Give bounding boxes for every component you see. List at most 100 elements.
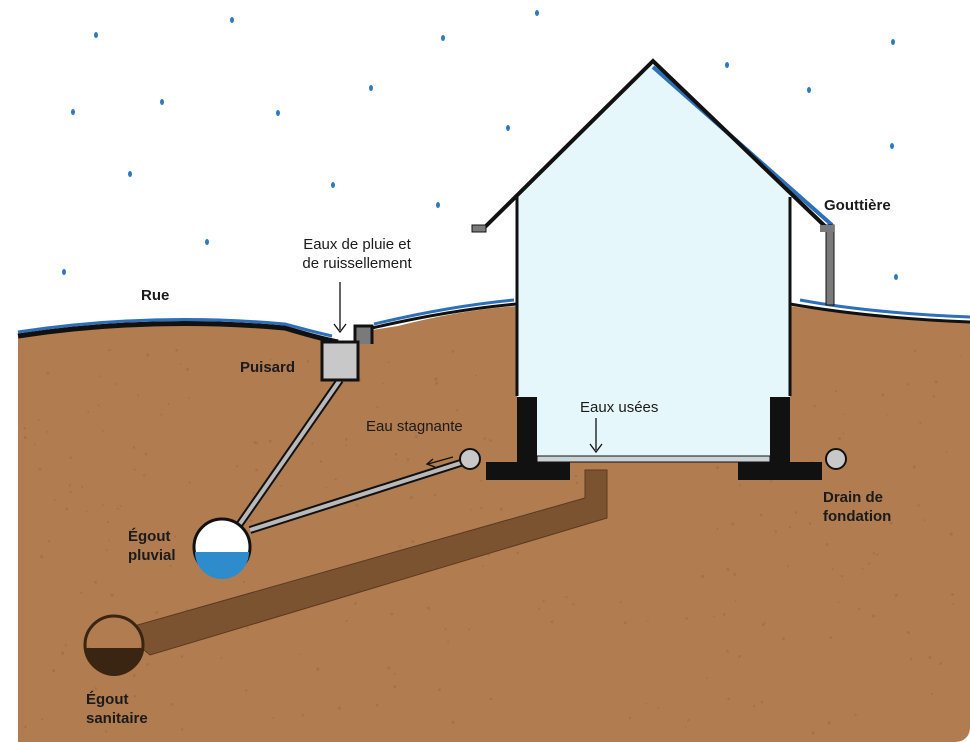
soil-speck (24, 725, 27, 728)
soil-speck (236, 465, 239, 468)
soil-speck (928, 656, 932, 659)
soil-speck (181, 728, 184, 731)
soil-speck (623, 621, 627, 625)
soil-speck (726, 568, 730, 571)
raindrop (725, 62, 729, 68)
soil-speck (435, 381, 439, 385)
soil-speck (574, 475, 578, 478)
soil-speck (872, 552, 875, 555)
soil-speck (40, 555, 44, 559)
soil-speck (829, 636, 833, 639)
label-drain-fondation: Drain de fondation (823, 488, 891, 526)
puisard-box (320, 340, 360, 382)
soil-speck (657, 706, 660, 709)
soil-speck (726, 650, 729, 653)
soil-speck (375, 703, 379, 707)
soil-speck (538, 607, 541, 610)
soil-speck (447, 640, 450, 643)
soil-speck (959, 354, 962, 357)
soil-speck (69, 456, 73, 459)
raindrop (436, 202, 440, 208)
gutter-top (820, 225, 834, 232)
foundation-wall-right (770, 397, 790, 463)
ground-line-right (789, 302, 970, 324)
soil-speck (398, 545, 401, 548)
soil-speck (394, 458, 397, 461)
soil-speck (345, 619, 348, 623)
soil-speck (516, 551, 519, 555)
soil-speck (716, 528, 719, 530)
soil-speck (393, 672, 396, 675)
soil-speck (881, 393, 885, 397)
soil-speck (572, 603, 575, 606)
soil-speck (188, 397, 190, 399)
soil-speck (542, 600, 545, 603)
soil-speck (837, 437, 841, 440)
soil-speck (38, 419, 41, 422)
soil-speck (393, 685, 397, 688)
soil-speck (952, 602, 954, 605)
arrow-eau-stagnante-head (425, 458, 436, 468)
soil-speck (734, 600, 737, 603)
soil-speck (94, 580, 98, 584)
pipe-puisard-to-pluvial-inner (235, 378, 342, 530)
soil-speck (110, 593, 114, 597)
soil-speck (174, 535, 177, 538)
soil-speck (69, 490, 72, 494)
soil-speck (260, 520, 263, 523)
label-egout-sanitaire-line1: Égout (86, 691, 129, 708)
label-egout-sanitaire: Égout sanitaire (86, 690, 148, 728)
soil-speck (409, 496, 413, 499)
raindrop (128, 171, 132, 177)
soil-speck (723, 613, 726, 616)
soil-speck (61, 651, 65, 655)
soil-speck (146, 663, 149, 666)
soil-speck (738, 484, 741, 487)
soil-speck (338, 706, 341, 710)
house (471, 58, 835, 480)
label-egout-pluvial-line2: pluvial (128, 547, 176, 564)
soil-speck (382, 382, 385, 385)
soil-speck (255, 468, 259, 472)
house-walls (515, 197, 792, 396)
soil-speck (116, 507, 119, 510)
soil-speck (753, 704, 756, 708)
label-drain-line1: Drain de (823, 489, 884, 506)
raindrop (891, 39, 895, 45)
ground-rain-left (373, 298, 515, 326)
soil-speck (220, 657, 223, 659)
soil-speck (387, 361, 390, 364)
curb (353, 324, 374, 344)
soil-speck (575, 481, 579, 485)
soil-speck (301, 714, 305, 717)
soil-speck (80, 591, 83, 594)
soil-speck (186, 367, 190, 371)
soil-speck (713, 615, 716, 618)
soil-speck (434, 494, 437, 497)
soil-speck (102, 504, 105, 507)
soil-speck (311, 442, 314, 445)
soil-speck (132, 446, 136, 449)
raindrop (62, 269, 66, 275)
pipe-drain-to-pluvial-inner (249, 458, 471, 532)
soil-speck (480, 480, 482, 482)
gutter-downspout (825, 224, 835, 306)
soil-speck (106, 549, 108, 552)
soil-speck (913, 349, 917, 352)
soil-speck (781, 637, 785, 641)
drain-left (459, 448, 481, 470)
soil-speck (919, 421, 922, 424)
soil-speck (54, 498, 56, 501)
soil-speck (65, 507, 69, 511)
soil-speck (246, 626, 249, 630)
soil-speck (700, 574, 705, 579)
soil-speck (144, 452, 148, 456)
soil-speck (185, 608, 188, 611)
ground-rain-right (799, 298, 970, 319)
soil-speck (727, 697, 731, 701)
soil-speck (87, 411, 90, 414)
soil-speck (451, 350, 455, 353)
sanitary-pipe (118, 469, 608, 656)
soil-speck (102, 430, 104, 432)
